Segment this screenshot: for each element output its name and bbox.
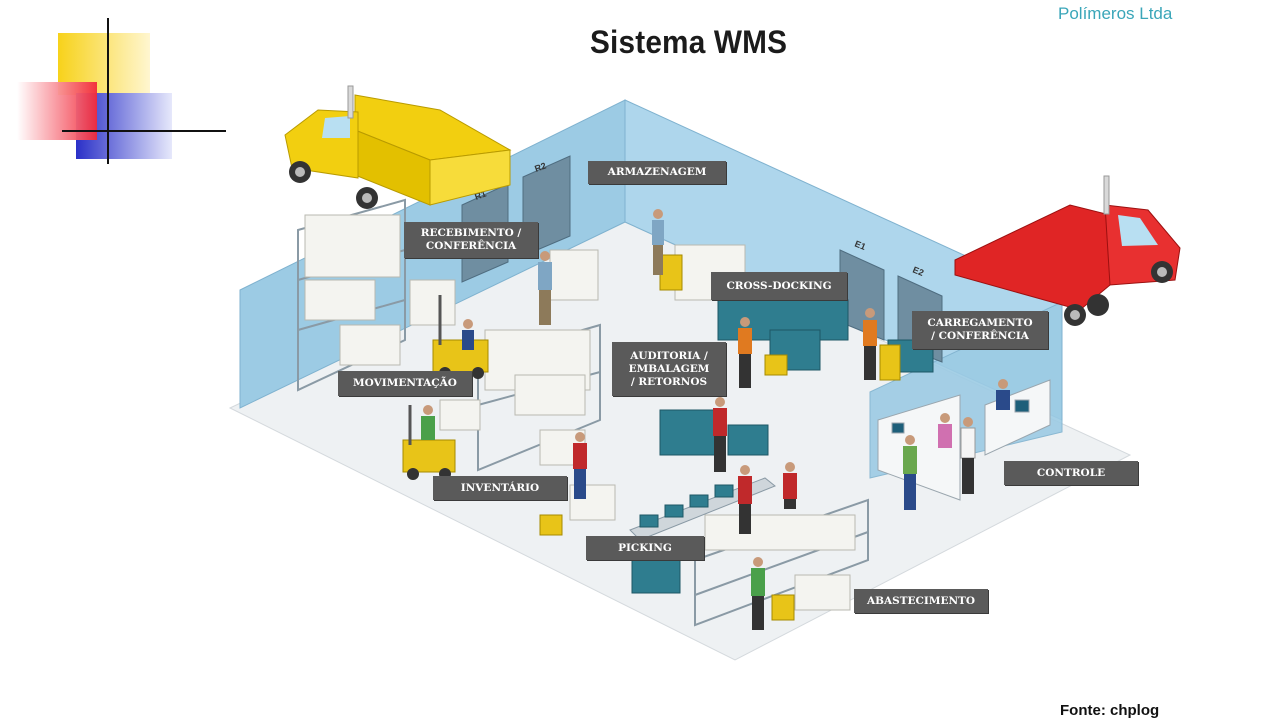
crate [727,424,769,456]
box-stack [304,279,376,321]
worker [738,317,752,388]
worker [652,209,664,275]
box-stack [304,214,401,278]
dock-label-e1: E1 [853,239,867,252]
worker [573,432,587,499]
worker [462,319,474,350]
label-abastecimento: ABASTECIMENTO [854,589,988,613]
truck-outbound-windshield [1118,215,1158,246]
rack-left [297,198,406,392]
workers [421,209,1010,630]
worker [783,462,797,509]
pallet-jack [771,594,795,621]
control-counter [877,394,961,501]
label-carregamento-conferencia: CARREGAMENTO / CONFERÊNCIA [912,311,1048,349]
worker [738,465,752,534]
dock-label-r2: R2 [533,161,547,174]
worker [938,413,952,448]
crate [664,504,684,518]
source-credit: Fonte: chplog [1060,702,1160,719]
label-auditoria-embalagem-retornos: AUDITORIA / EMBALAGEM / RETORNOS [612,342,726,396]
label-inventario: INVENTÁRIO [433,476,567,500]
box-stack [439,399,481,431]
truck-inbound-wheel [362,193,372,203]
worker [863,308,877,380]
label-recebimento-conferencia: RECEBIMENTO / CONFERÊNCIA [404,222,538,258]
label-controle: CONTROLE [1004,461,1138,485]
pallet-jack [539,514,563,536]
crate [639,514,659,528]
forklift [402,405,456,480]
truck-outbound-wheel [1157,267,1167,277]
label-movimentacao: MOVIMENTAÇÃO [338,371,472,396]
label-armazenagem: ARMAZENAGEM [588,161,726,184]
worker [960,417,976,494]
pallet-jack [659,254,683,291]
box-stack [549,249,599,301]
truck-outbound [954,175,1181,326]
truck-inbound-trailer-top [429,149,511,206]
crate [689,494,709,508]
box-stack [704,514,856,551]
box-stack [514,374,586,416]
box-stack [794,574,851,611]
computer-monitor [1014,399,1030,413]
truck-inbound [284,85,512,209]
truck-inbound-exhaust [347,85,354,119]
worker [751,557,765,630]
computer-monitor [891,422,905,434]
label-cross-docking: CROSS-DOCKING [711,272,847,300]
truck-outbound-wheel [1087,294,1109,316]
truck-inbound-wheel [295,167,305,177]
dock-label-e2: E2 [911,265,925,278]
truck-outbound-exhaust [1103,175,1110,215]
worker [538,251,552,325]
box-stack [339,324,401,366]
worker [713,397,727,472]
truck-inbound-windshield [322,116,350,138]
brand-name: Polímeros Ltda [1058,4,1173,23]
worker [996,379,1010,410]
worker [421,405,435,440]
corner-logo [17,18,226,164]
crate [631,554,681,594]
pallet-jack [879,344,901,381]
worker [903,435,917,510]
crate [714,484,734,498]
truck-outbound-wheel [1070,310,1080,320]
pallet-jack [764,354,788,376]
page-title: Sistema WMS [590,24,788,60]
label-picking: PICKING [586,536,704,560]
box-stack [409,279,456,326]
